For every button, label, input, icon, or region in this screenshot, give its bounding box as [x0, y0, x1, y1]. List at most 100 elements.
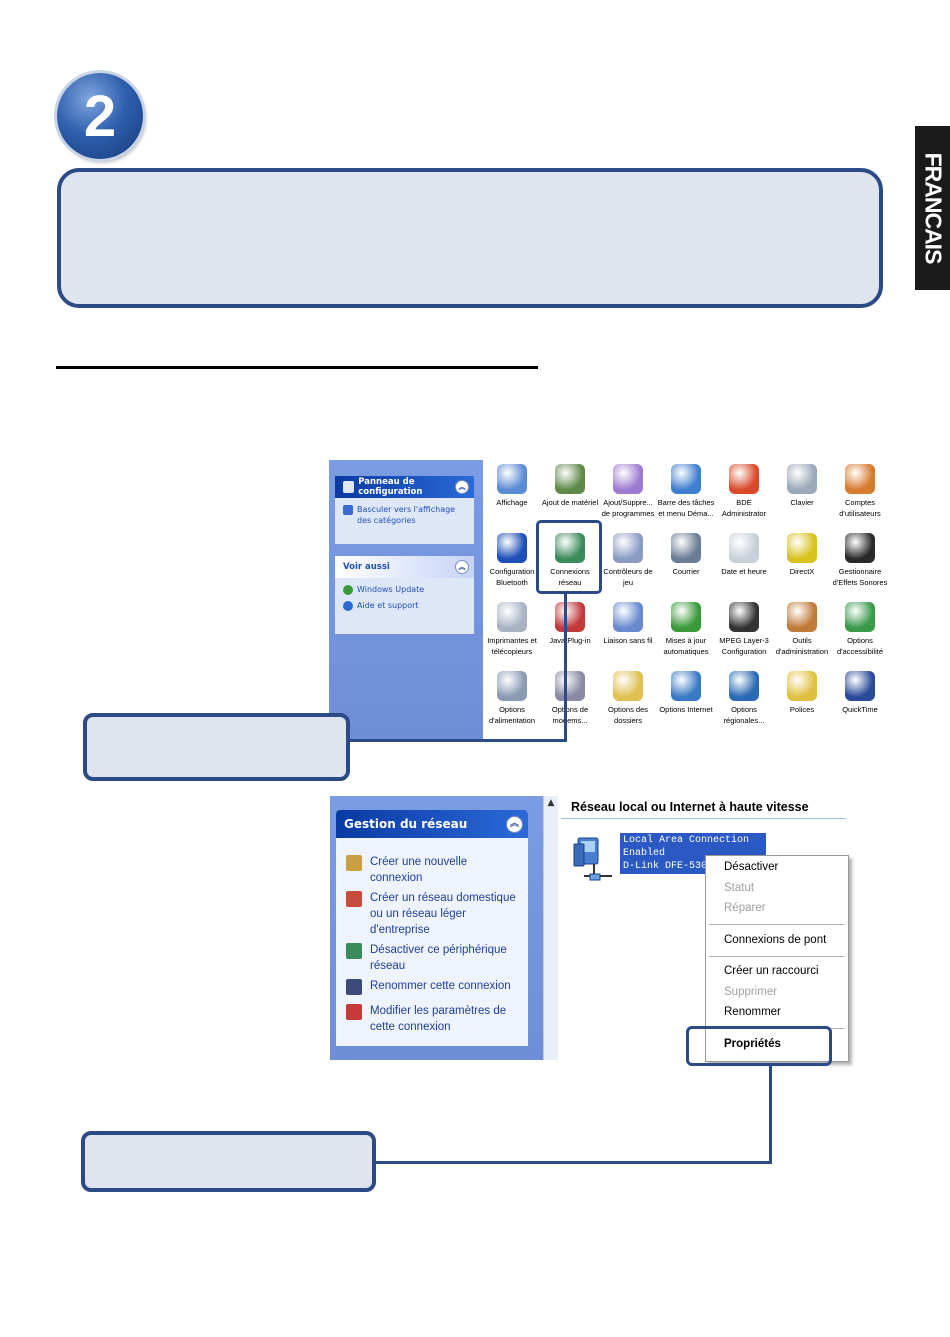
control-panel-item[interactable]: Contrôleurs de jeu: [599, 533, 657, 588]
gamepad-icon: [613, 533, 643, 563]
control-panel-item[interactable]: QuickTime: [831, 671, 889, 715]
hardware-icon: [555, 464, 585, 494]
step-number-badge: 2: [57, 73, 143, 159]
bde-icon: [729, 464, 759, 494]
rename-icon: [346, 979, 362, 995]
regional-icon: [729, 671, 759, 701]
switch-view-icon: [343, 505, 353, 515]
control-panel-screenshot: Panneau de configuration ︽ Basculer vers…: [329, 460, 889, 740]
control-panel-item-label: Contrôleurs de jeu: [603, 567, 653, 587]
menu-item-delete[interactable]: Supprimer: [724, 986, 778, 998]
sound-effects-icon: [845, 533, 875, 563]
control-panel-item-label: Options des dossiers: [607, 705, 649, 725]
control-panel-item[interactable]: Java Plug-in: [541, 602, 599, 646]
control-panel-item[interactable]: Imprimantes et télécopieurs: [483, 602, 541, 657]
control-panel-item[interactable]: DirectX: [773, 533, 831, 577]
control-panel-item[interactable]: Options d'accessibilité: [831, 602, 889, 657]
control-panel-item[interactable]: Date et heure: [715, 533, 773, 577]
menu-item-deactivate[interactable]: Désactiver: [724, 861, 779, 873]
control-panel-item[interactable]: Options d'alimentation: [483, 671, 541, 726]
wireless-icon: [613, 602, 643, 632]
control-panel-item[interactable]: Mises à jour automatiques: [657, 602, 715, 657]
keyboard-icon: [787, 464, 817, 494]
control-panel-item[interactable]: Ajout/Suppre... de programmes: [599, 464, 657, 519]
control-panel-item[interactable]: BDE Administrator: [715, 464, 773, 519]
control-panel-item-label: Java Plug-in: [549, 636, 591, 645]
collapse-chevron-icon[interactable]: ︽: [455, 560, 469, 574]
control-panel-item[interactable]: Options des dossiers: [599, 671, 657, 726]
control-panel-item[interactable]: Liaison sans fil: [599, 602, 657, 646]
scroll-up-icon[interactable]: ▲: [547, 798, 555, 808]
menu-item-create-shortcut[interactable]: Créer un raccourci: [724, 965, 819, 977]
callout-box: [81, 1131, 376, 1192]
network-tasks-header[interactable]: Gestion du réseau ︽: [336, 810, 528, 838]
menu-item-properties[interactable]: Propriétés: [724, 1038, 781, 1050]
control-panel-item[interactable]: Comptes d'utilisateurs: [831, 464, 889, 519]
network-task-label: Créer un réseau domestique ou un réseau …: [370, 892, 516, 936]
connection-status: Enabled: [623, 848, 666, 859]
network-task-link[interactable]: Créer un réseau domestique ou un réseau …: [346, 890, 516, 938]
network-task-link[interactable]: Modifier les paramètres de cette connexi…: [346, 1003, 516, 1035]
control-panel-item-label: BDE Administrator: [721, 498, 767, 518]
control-panel-item-label: Ajout de matériel: [541, 498, 599, 507]
windows-update-link[interactable]: Windows Update: [343, 584, 468, 595]
callout-connector: [349, 739, 567, 742]
menu-item-bridge[interactable]: Connexions de pont: [724, 934, 827, 946]
lan-section-header: Réseau local ou Internet à haute vitesse: [571, 800, 809, 814]
network-task-link[interactable]: Désactiver ce périphérique réseau: [346, 942, 516, 974]
control-panel-item[interactable]: Courrier: [657, 533, 715, 577]
collapse-chevron-icon[interactable]: ︽: [455, 480, 469, 494]
instruction-box: [57, 168, 883, 308]
control-panel-item[interactable]: Clavier: [773, 464, 831, 508]
control-panel-item-label: Options régionales...: [723, 705, 765, 725]
control-panel-item[interactable]: Options régionales...: [715, 671, 773, 726]
control-panel-item[interactable]: Options Internet: [657, 671, 715, 715]
language-tab: FRANCAIS: [915, 126, 950, 290]
connection-name: Local Area Connection: [623, 835, 750, 846]
control-panel-item[interactable]: Outils d'administration: [773, 602, 831, 657]
help-support-link[interactable]: Aide et support: [343, 600, 468, 611]
help-support-label: Aide et support: [357, 601, 419, 610]
control-panel-item-label: Mises à jour automatiques: [663, 636, 709, 656]
accessibility-icon: [845, 602, 875, 632]
network-connections-highlight: [536, 520, 602, 594]
lan-connection-icon[interactable]: [572, 834, 616, 884]
network-task-link[interactable]: Créer une nouvelle connexion: [346, 854, 516, 886]
control-panel-item[interactable]: MPEG Layer-3 Configuration: [715, 602, 773, 657]
control-panel-item[interactable]: Barre des tâches et menu Déma...: [657, 464, 715, 519]
quicktime-icon: [845, 671, 875, 701]
control-panel-item[interactable]: Options de modems...: [541, 671, 599, 726]
scrollbar[interactable]: ▲: [543, 796, 558, 1060]
see-also-title: Voir aussi: [343, 562, 390, 572]
control-panel-item[interactable]: Gestionnaire d'Effets Sonores: [831, 533, 889, 588]
control-panel-item-label: Options Internet: [659, 705, 713, 714]
collapse-chevron-icon[interactable]: ︽: [506, 816, 523, 833]
control-panel-item-label: Affichage: [496, 498, 528, 507]
control-panel-item-label: Connexions réseau: [550, 567, 590, 587]
control-panel-item[interactable]: Affichage: [483, 464, 541, 508]
section-header-rule: [561, 818, 846, 819]
admin-tools-icon: [787, 602, 817, 632]
switch-view-link[interactable]: Basculer vers l'affichage des catégories: [343, 504, 468, 526]
menu-item-repair[interactable]: Réparer: [724, 902, 766, 914]
power-icon: [497, 671, 527, 701]
see-also-header[interactable]: Voir aussi ︽: [335, 556, 474, 578]
callout-connector: [375, 1161, 772, 1164]
control-panel-item-label: Clavier: [790, 498, 814, 507]
control-panel-item[interactable]: Connexions réseau: [541, 533, 599, 588]
network-task-link[interactable]: Renommer cette connexion: [346, 978, 516, 995]
disable-device-icon: [346, 943, 362, 959]
bluetooth-icon: [497, 533, 527, 563]
language-tab-label: FRANCAIS: [920, 152, 946, 264]
menu-item-status[interactable]: Statut: [724, 882, 755, 894]
callout-connector: [769, 1066, 772, 1164]
callout-box: [83, 713, 350, 781]
menu-item-rename[interactable]: Renommer: [724, 1006, 781, 1018]
control-panel-item-label: Comptes d'utilisateurs: [839, 498, 881, 518]
control-panel-item[interactable]: Configuration Bluetooth: [483, 533, 541, 588]
control-panel-sidebar: Panneau de configuration ︽ Basculer vers…: [329, 460, 483, 740]
control-panel-item-label: Courrier: [672, 567, 700, 576]
control-panel-pane-header[interactable]: Panneau de configuration ︽: [335, 476, 474, 498]
control-panel-item[interactable]: Ajout de matériel: [541, 464, 599, 508]
control-panel-item[interactable]: Polices: [773, 671, 831, 715]
